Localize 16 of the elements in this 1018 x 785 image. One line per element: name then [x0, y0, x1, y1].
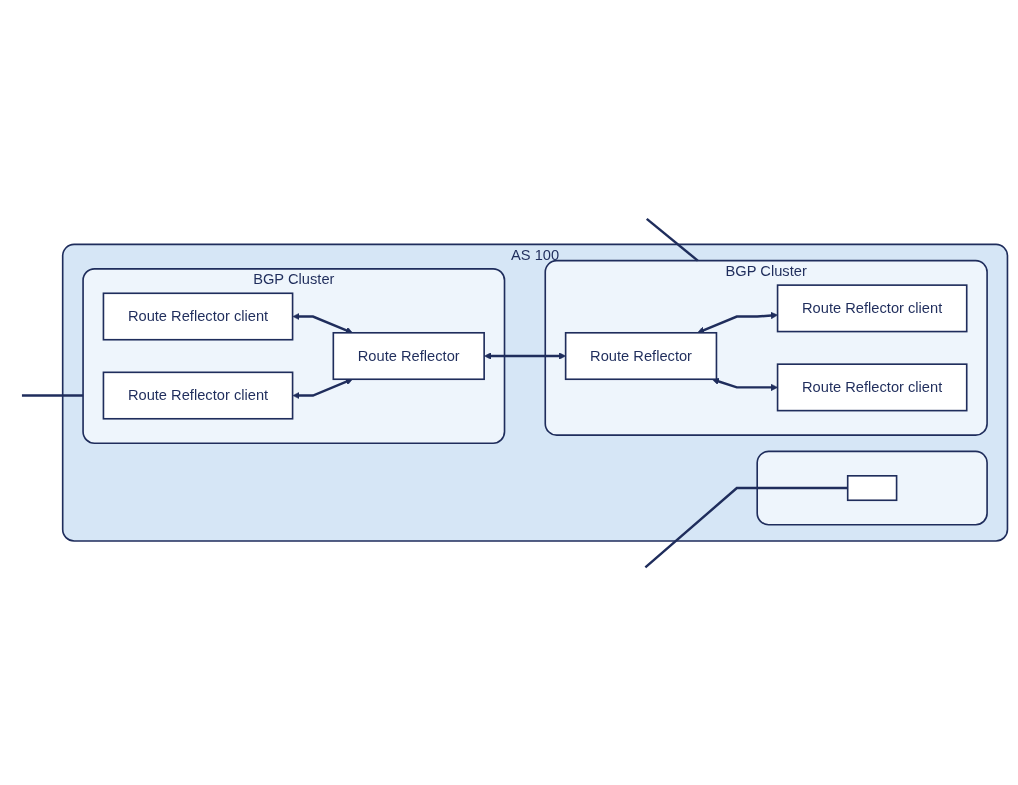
node-box: Route Reflector: [564, 331, 718, 380]
node-box: Route Reflector client: [102, 292, 294, 341]
arrow: [697, 311, 778, 334]
node-box: Route Reflector client: [102, 371, 294, 420]
node-box: Route Reflector: [332, 331, 485, 380]
arrow: [711, 377, 778, 391]
arrow: [292, 378, 353, 399]
cluster: [756, 450, 988, 526]
node-box: Route Reflector client: [776, 363, 968, 412]
node-box: [846, 474, 898, 501]
arrow: [484, 352, 566, 360]
arrow: [292, 312, 353, 334]
node-box: Route Reflector client: [776, 284, 968, 333]
connector: [645, 217, 699, 262]
connector: [21, 394, 84, 397]
connector: [644, 486, 848, 569]
